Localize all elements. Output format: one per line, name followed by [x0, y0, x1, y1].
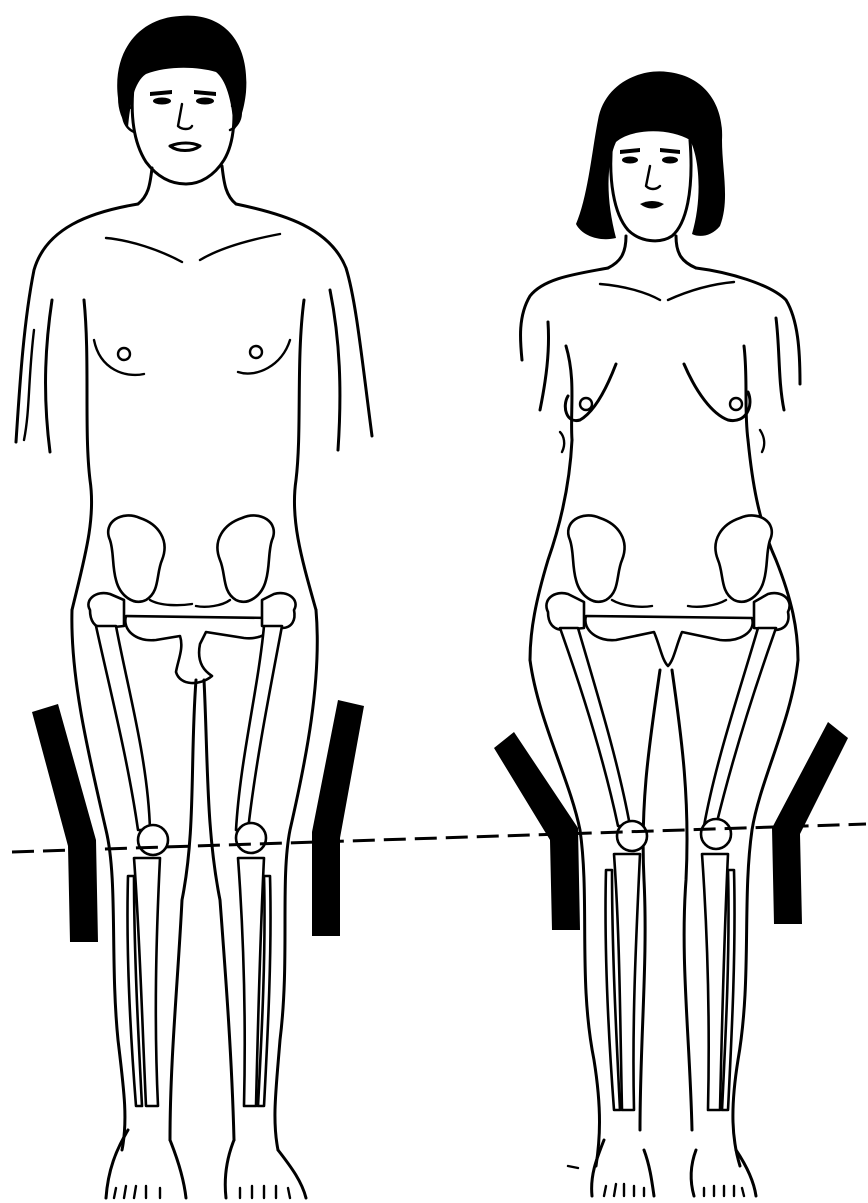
male-figure — [16, 16, 372, 1198]
male-torso — [16, 204, 372, 442]
female-eye-right — [662, 157, 678, 164]
male-nipple-left — [118, 348, 130, 360]
female-figure — [494, 71, 848, 1196]
female-eye-left — [622, 157, 638, 164]
male-nipple-right — [250, 346, 262, 358]
male-femur-right — [236, 626, 282, 830]
male-brace-right — [312, 700, 364, 936]
female-knee-right — [701, 819, 731, 849]
male-eye-right — [196, 98, 214, 105]
male-hair — [117, 16, 246, 130]
female-head — [611, 140, 691, 241]
female-brace-left — [494, 732, 580, 930]
male-leg-right-outline — [275, 610, 317, 1150]
female-nipple-right — [730, 398, 742, 410]
female-femur-right — [704, 628, 776, 826]
female-torso — [520, 268, 800, 384]
male-knee-right — [236, 823, 266, 853]
male-brace-left — [32, 704, 98, 942]
male-femur-left — [96, 626, 150, 830]
male-head — [132, 78, 234, 184]
female-brace-right — [772, 722, 848, 924]
female-hair — [576, 71, 725, 239]
male-knee-left — [138, 825, 168, 855]
female-knee-left — [617, 821, 647, 851]
male-foot-right — [225, 1140, 306, 1198]
female-nipple-left — [580, 398, 592, 410]
male-eye-left — [153, 98, 171, 105]
